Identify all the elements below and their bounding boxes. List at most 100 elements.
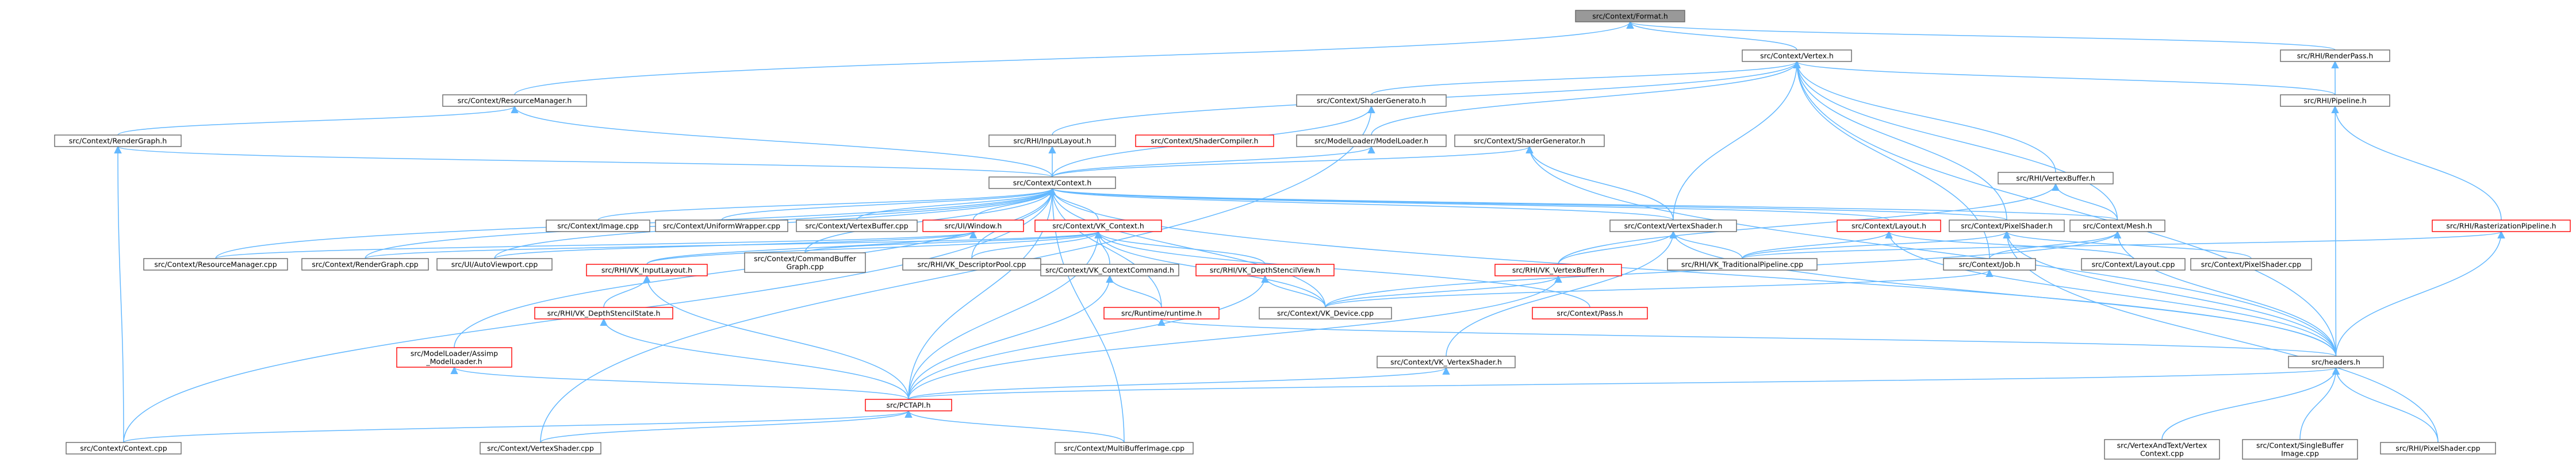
file-node-assimp[interactable]: src/ModelLoader/Assimp_ModelLoader.h (396, 347, 512, 368)
file-node-context[interactable]: src/Context/Context.h (988, 176, 1116, 189)
file-node-vkinputlayout[interactable]: src/RHI/VK_InputLayout.h (586, 264, 708, 276)
file-node-rendergraph_cpp[interactable]: src/Context/RenderGraph.cpp (301, 258, 429, 271)
file-node-pipeline[interactable]: src/RHI/Pipeline.h (2280, 94, 2390, 107)
include-edge-vkinputlayout-to-window (646, 230, 977, 265)
include-edge-pctapi-to-vkvs (908, 367, 1450, 400)
file-node-box (1296, 94, 1447, 107)
include-edge-resmgr_cpp-to-window (215, 230, 977, 259)
file-node-vs_cpp[interactable]: src/Context/VertexShader.cpp (480, 442, 601, 455)
file-node-box (54, 134, 182, 147)
file-node-depthstencilview[interactable]: src/RHI/VK_DepthStencilView.h (1195, 264, 1335, 276)
file-node-label: src/Context/ShaderGenerator.h (1474, 137, 1585, 145)
file-node-vkvs[interactable]: src/Context/VK_VertexShader.h (1377, 356, 1516, 368)
file-node-ctxcmd[interactable]: src/Context/VK_ContextCommand.h (1040, 264, 1179, 276)
file-node-headers[interactable]: src/headers.h (2288, 356, 2384, 368)
file-node-label: src/Context/PixelShader.h (1961, 222, 2053, 230)
file-node-tradpipe[interactable]: src/RHI/VK_TraditionalPipeline.cpp (1667, 258, 1818, 271)
file-node-shadercompiler[interactable]: src/Context/ShaderCompiler.h (1135, 134, 1274, 147)
include-edge-image_cpp-to-context (597, 187, 1056, 221)
file-node-vertex[interactable]: src/Context/Vertex.h (1742, 49, 1852, 62)
file-node-rhips[interactable]: src/RHI/PixelShader.cpp (2380, 442, 2496, 455)
file-node-label: src/UI/AutoViewport.cpp (451, 260, 538, 269)
file-node-vkdevice[interactable]: src/Context/VK_Device.cpp (1259, 307, 1392, 319)
file-node-label: src/Context/Pass.h (1557, 309, 1623, 318)
include-edge-single-to-headers (2299, 367, 2340, 440)
file-node-dss[interactable]: src/RHI/VK_DepthStencilState.h (534, 307, 673, 319)
file-node-layout_cpp[interactable]: src/Context/Layout.cpp (2081, 258, 2186, 271)
file-node-label: src/Context/Mesh.h (2083, 222, 2152, 230)
file-node-uniform_cpp[interactable]: src/Context/UniformWrapper.cpp (655, 220, 788, 232)
file-node-format[interactable]: src/Context/Format.h (1575, 10, 1685, 22)
file-node-ctx_cpp[interactable]: src/Context/Context.cpp (66, 442, 182, 455)
file-node-vkcontext[interactable]: src/Context/VK_Context.h (1034, 220, 1162, 232)
file-node-box (1296, 134, 1447, 147)
include-edge-ctx_cpp-to-pctapi (123, 410, 913, 443)
file-node-vertexshader[interactable]: src/Context/VertexShader.h (1609, 220, 1737, 232)
file-node-box (744, 252, 866, 273)
include-edge-layout_cpp-to-layout (1885, 230, 2134, 259)
include-edge-headers-to-runtime (1158, 318, 2337, 357)
file-node-layout[interactable]: src/Context/Layout.h (1837, 220, 1941, 232)
file-node-rasterpipe[interactable]: src/RHI/RasterizationPipeline.h (2432, 220, 2571, 232)
file-node-pixelshader_cpp[interactable]: src/Context/PixelShader.cpp (2190, 258, 2312, 271)
file-node-job[interactable]: src/Context/Job.h (1943, 258, 2036, 271)
file-node-box (534, 307, 673, 319)
include-edge-vs_cpp-to-shadergen (540, 105, 1375, 443)
file-node-modelloader[interactable]: src/ModelLoader/ModelLoader.h (1296, 134, 1447, 147)
file-node-box (1837, 220, 1941, 232)
include-edge-resmgr-to-format (514, 21, 1634, 95)
include-edge-vertexshader-to-shadergenerator (1525, 145, 1674, 221)
file-node-shadergenerator[interactable]: src/Context/ShaderGenerator.h (1454, 134, 1605, 147)
include-edge-vs_cpp-to-pctapi (540, 410, 913, 443)
include-edge-vkdevice-to-context (1048, 187, 1326, 308)
file-node-label: src/Context/ShaderGenerato.h (1317, 97, 1426, 105)
file-node-ctxvb_cpp[interactable]: src/Context/VertexBuffer.cpp (796, 220, 918, 232)
file-node-autoviewport[interactable]: src/UI/AutoViewport.cpp (436, 258, 553, 271)
file-node-box (480, 442, 601, 455)
file-node-box (796, 220, 918, 232)
file-node-shadergen[interactable]: src/Context/ShaderGenerato.h (1296, 94, 1447, 107)
file-node-renderpass[interactable]: src/RHI/RenderPass.h (2280, 49, 2390, 62)
file-node-box (865, 399, 952, 411)
include-edge-vertex-to-format (1626, 21, 1797, 51)
file-node-rendergraph[interactable]: src/Context/RenderGraph.h (54, 134, 182, 147)
file-node-multibuf[interactable]: src/Context/MultiBufferImage.cpp (1055, 442, 1194, 455)
file-node-vkvb[interactable]: src/RHI/VK_VertexBuffer.h (1494, 264, 1622, 276)
file-node-pass[interactable]: src/Context/Pass.h (1532, 307, 1648, 319)
file-node-box (1667, 258, 1818, 271)
file-node-box (442, 94, 587, 107)
include-edge-headers-to-mesh (2113, 230, 2337, 357)
file-node-inputlayout[interactable]: src/RHI/InputLayout.h (988, 134, 1116, 147)
include-edge-pctapi-to-vkinputlayout (643, 275, 909, 400)
file-node-rhivb[interactable]: src/RHI/VertexBuffer.h (1998, 172, 2114, 184)
file-node-box (2280, 49, 2390, 62)
file-node-image_cpp[interactable]: src/Context/Image.cpp (546, 220, 650, 232)
file-node-window[interactable]: src/UI/Window.h (922, 220, 1024, 232)
file-node-label: src/RHI/VK_DepthStencilState.h (547, 309, 661, 318)
include-edge-pipeline-to-vertex (1793, 60, 2336, 95)
file-node-resmgr_cpp[interactable]: src/Context/ResourceManager.cpp (143, 258, 288, 271)
file-node-resmgr[interactable]: src/Context/ResourceManager.h (442, 94, 587, 107)
include-edge-rhips-to-headers (2332, 367, 2439, 443)
include-edge-vkdevice-to-vkvb (1325, 275, 1562, 308)
file-node-box (2280, 94, 2390, 107)
file-node-pixelshader[interactable]: src/Context/PixelShader.h (1949, 220, 2065, 232)
file-node-pctapi[interactable]: src/PCTAPI.h (865, 399, 952, 411)
include-edge-mesh-to-context (1049, 187, 2118, 221)
file-node-descpool[interactable]: src/RHI/VK_DescriptorPool.cpp (902, 258, 1041, 271)
include-edge-rendergraph-to-resmgr (117, 105, 519, 136)
file-node-box (1998, 172, 2114, 184)
file-node-box (1259, 307, 1392, 319)
file-node-box (1949, 220, 2065, 232)
file-node-runtime[interactable]: src/Runtime/runtime.h (1103, 307, 1220, 319)
file-node-label: src/RHI/PixelShader.cpp (2395, 444, 2480, 453)
file-node-box (1454, 134, 1605, 147)
file-node-box (1135, 134, 1274, 147)
file-node-mesh[interactable]: src/Context/Mesh.h (2069, 220, 2165, 232)
file-node-label: src/Context/RenderGraph.cpp (312, 260, 418, 269)
include-edge-headers-to-vertex (1793, 60, 2337, 357)
